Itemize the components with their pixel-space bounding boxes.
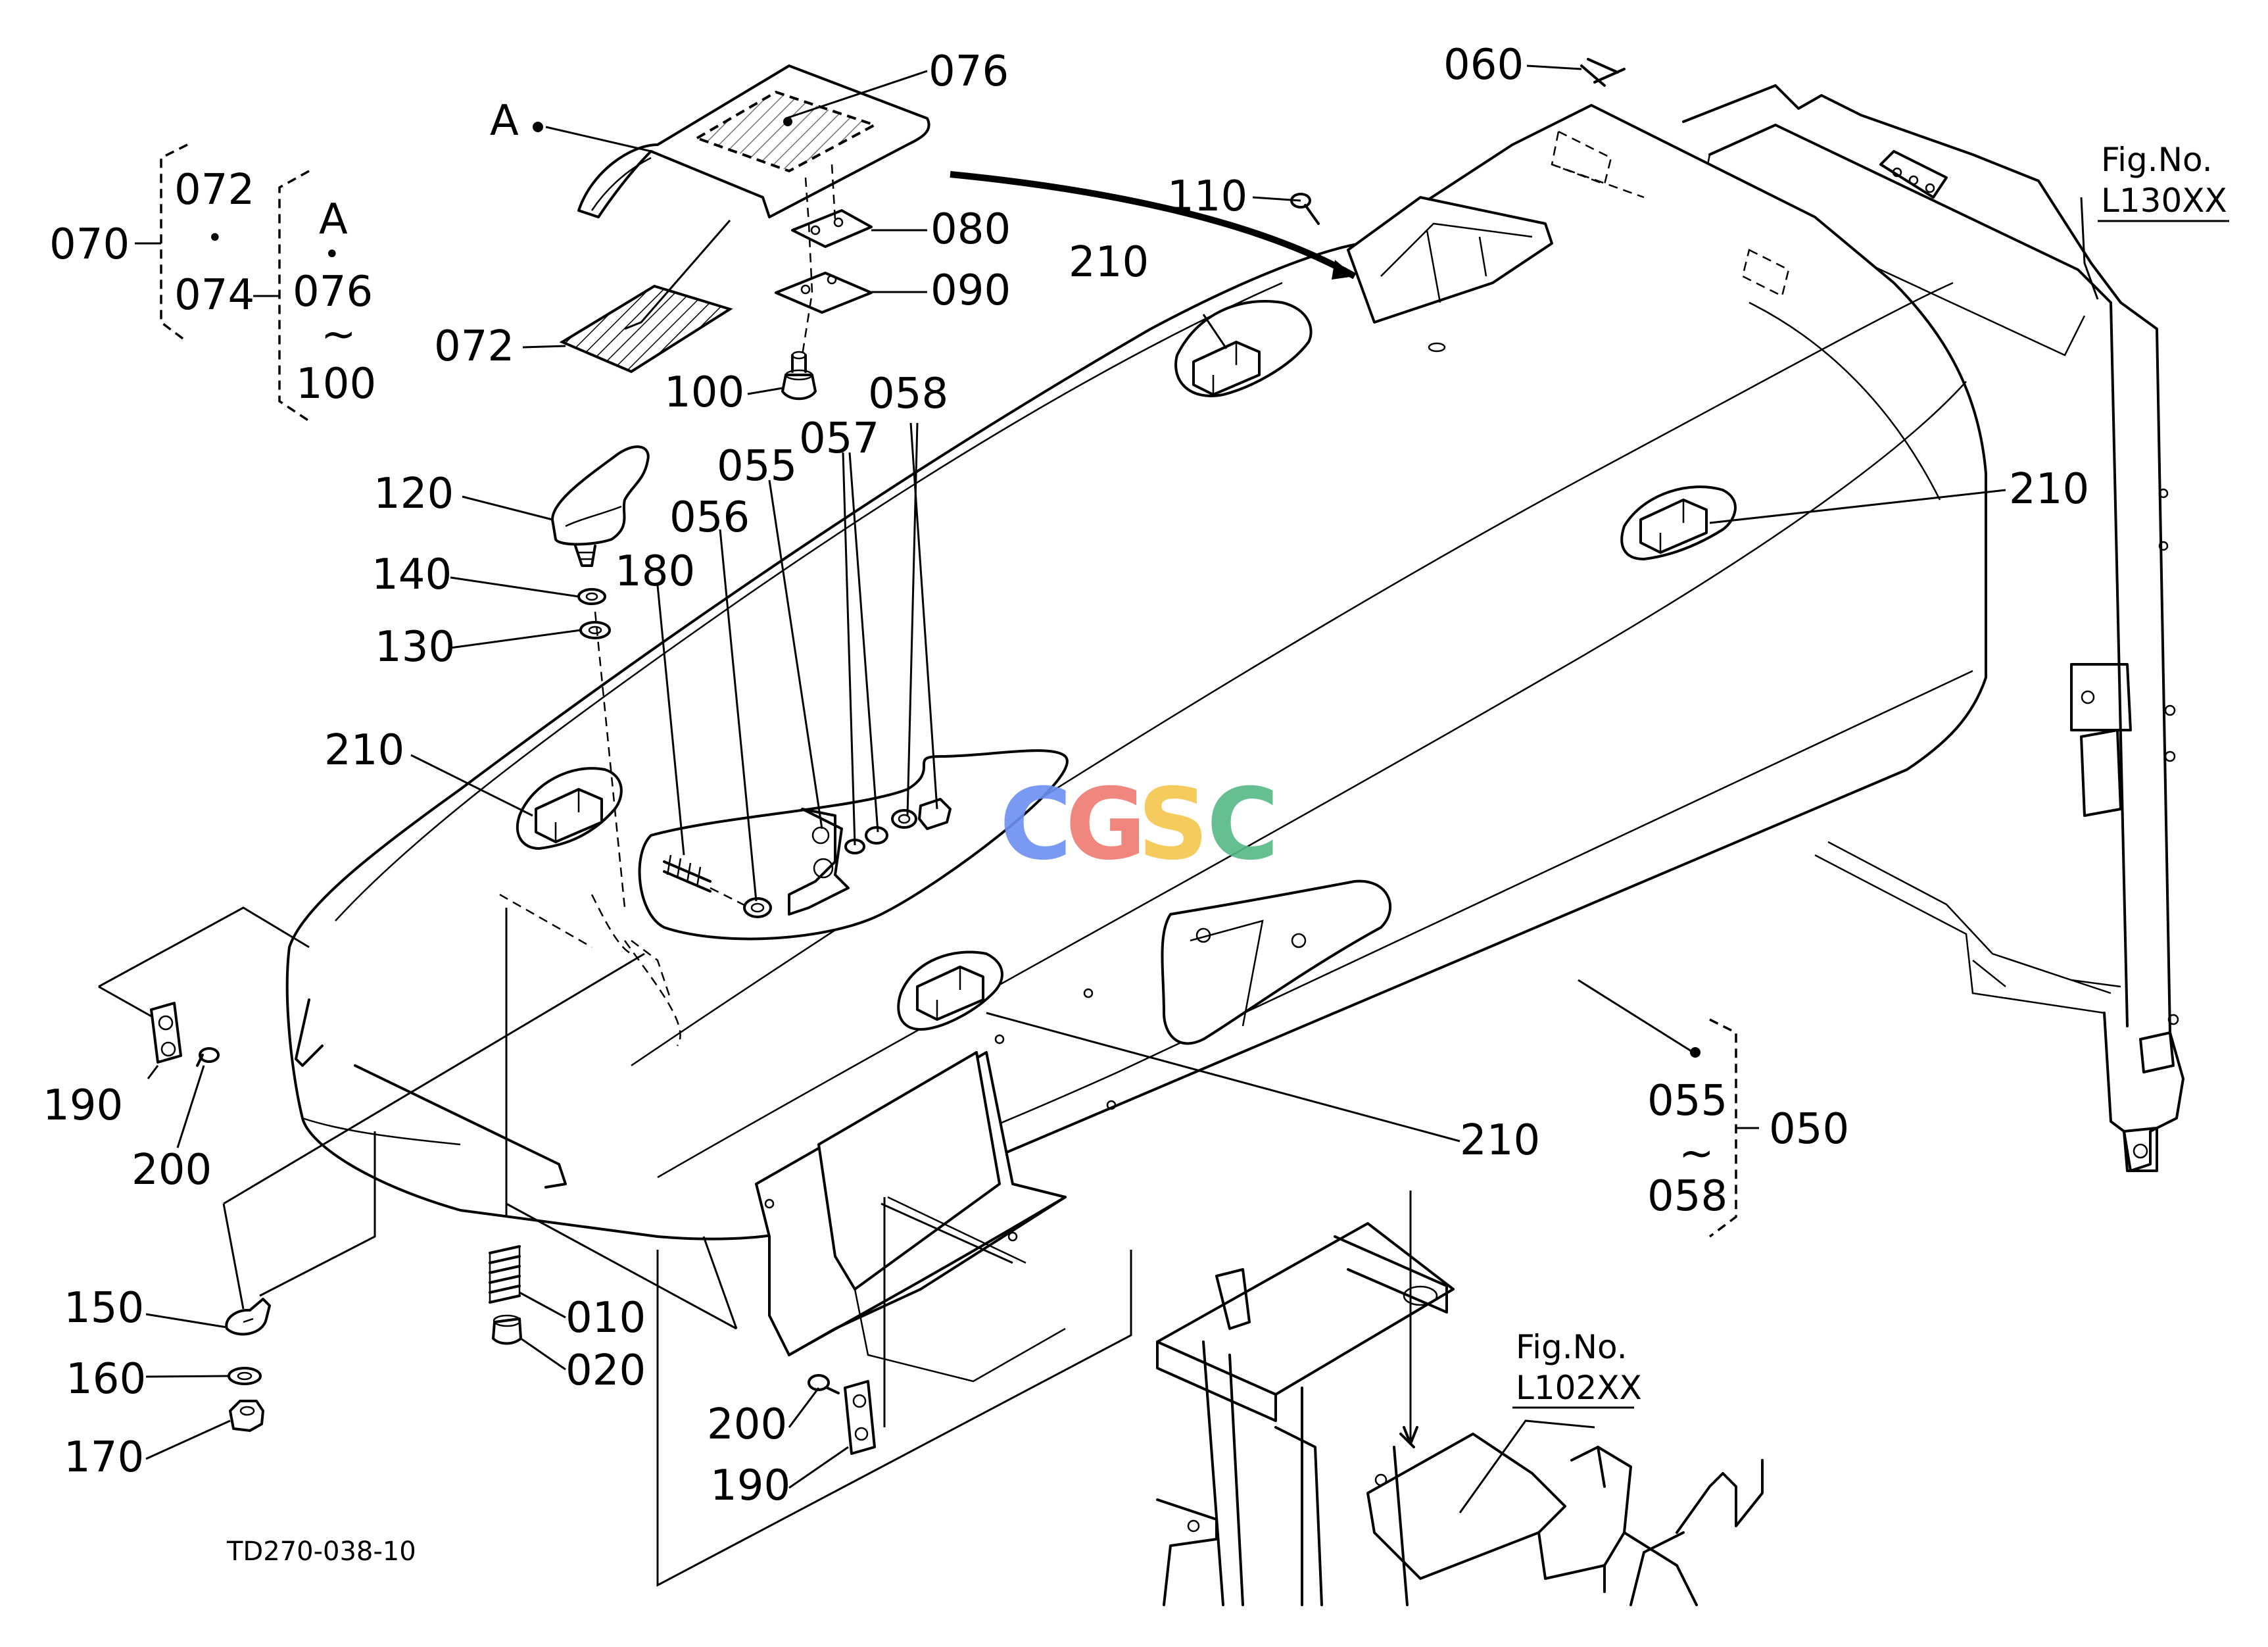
callout-200-bottom: 200	[707, 1400, 787, 1449]
latch-plate-150	[225, 1298, 271, 1336]
callout-072: 072	[434, 322, 514, 371]
callout-056: 056	[669, 493, 750, 542]
callout-210-right: 210	[2009, 465, 2089, 514]
hinge-080	[791, 209, 873, 248]
marker-a: A	[490, 97, 519, 145]
callout-210-lower: 210	[1460, 1116, 1540, 1165]
callout-120: 120	[374, 470, 454, 518]
drawing-code: TD270-038-10	[226, 1536, 416, 1567]
watermark-letter: C	[1000, 768, 1072, 882]
assembly-legend	[135, 143, 1759, 1238]
watermark-letter: S	[1138, 768, 1209, 882]
figure-references: Fig.No. L130XX Fig.No. L102XX	[1512, 141, 2229, 1409]
callout-060: 060	[1443, 41, 1524, 89]
front-frame	[1156, 1191, 1764, 1606]
legend-072: 072	[174, 166, 254, 214]
legend-074: 074	[174, 271, 254, 320]
callout-210-left: 210	[324, 726, 404, 775]
washer-160	[228, 1367, 262, 1385]
callout-100: 100	[664, 368, 744, 417]
callout-055-range: 055	[1647, 1077, 1727, 1125]
watermark-letter: G	[1065, 768, 1146, 882]
callout-190-bottom: 190	[710, 1462, 790, 1510]
plate-090	[775, 272, 873, 314]
fig-ref-top-label: Fig.No.	[2101, 141, 2213, 179]
callout-130: 130	[375, 623, 455, 672]
callout-160: 160	[66, 1355, 146, 1404]
spring-010	[489, 1245, 521, 1304]
legend-a: A	[319, 195, 348, 244]
hood-handle-120	[551, 445, 650, 567]
bracket-190-bottom	[844, 1380, 876, 1455]
callout-020: 020	[566, 1346, 646, 1395]
nut-170	[229, 1400, 264, 1432]
callout-076: 076	[929, 47, 1009, 96]
callout-150: 150	[64, 1284, 144, 1333]
marker-a-dot	[533, 122, 543, 132]
bolt-100	[781, 351, 817, 401]
callout-058: 058	[868, 370, 948, 418]
callout-050: 050	[1769, 1105, 1849, 1154]
bolt-200-bottom	[808, 1374, 840, 1394]
legend-100: 100	[296, 360, 376, 408]
callout-010: 010	[566, 1294, 646, 1342]
legend-076: 076	[293, 268, 373, 316]
bolt-200-left	[196, 1047, 220, 1067]
callout-200-left: 200	[132, 1146, 212, 1194]
cover-076	[577, 64, 930, 218]
leader-lines	[98, 64, 2099, 1587]
callout-058-range: 058	[1647, 1172, 1727, 1221]
latch-assembly	[631, 749, 1069, 1000]
watermark: C G S C	[1000, 768, 1279, 882]
decal-072	[559, 284, 733, 374]
cap-020	[492, 1314, 522, 1345]
rubber-mount-right	[1620, 485, 1737, 560]
callout-210-top: 210	[1069, 238, 1149, 287]
callout-range-tilde: ~	[1679, 1129, 1714, 1178]
fig-ref-bottom-code: L102XX	[1516, 1369, 1642, 1407]
legend-dot-1: •	[207, 223, 223, 253]
bonnet	[285, 104, 1987, 1383]
callout-190-left: 190	[43, 1081, 123, 1130]
callout-057: 057	[799, 414, 879, 463]
legend-tilde: ~	[321, 310, 356, 359]
callout-labels: 076 060 110 080 090 072 100 058 057 055 …	[43, 41, 2089, 1510]
callout-090: 090	[930, 266, 1011, 315]
callout-080: 080	[930, 205, 1011, 254]
legend-labels: 070 072 • 074 A • 076 ~ 100 A	[49, 97, 519, 408]
callout-170: 170	[64, 1433, 144, 1482]
rubber-mount-lower	[897, 950, 1003, 1031]
fig-ref-top-code: L130XX	[2101, 182, 2227, 220]
bolt-110	[1290, 193, 1320, 225]
callout-110: 110	[1167, 172, 1247, 221]
legend-070: 070	[49, 220, 130, 269]
callout-055: 055	[717, 442, 797, 491]
installation-arrow	[950, 171, 1357, 280]
callout-140: 140	[372, 551, 452, 599]
callout-180: 180	[615, 547, 695, 596]
legend-dot-2: •	[324, 239, 340, 270]
clip-060	[1580, 58, 1626, 87]
bracket-190-left	[150, 1002, 182, 1064]
fig-ref-bottom-label: Fig.No.	[1516, 1328, 1628, 1366]
watermark-letter: C	[1207, 768, 1279, 882]
